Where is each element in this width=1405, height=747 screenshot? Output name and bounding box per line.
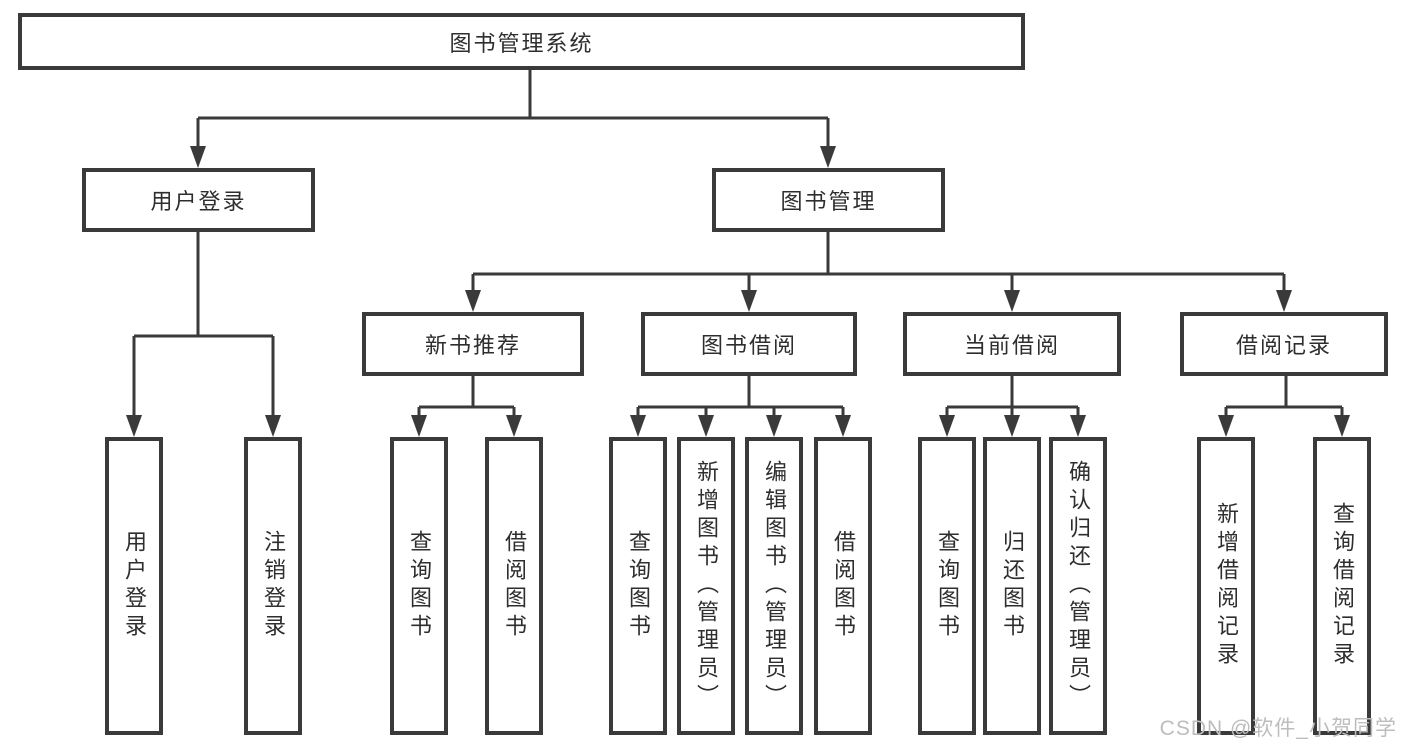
arrowheads bbox=[126, 146, 1350, 437]
edge-records-to-leaves bbox=[1224, 376, 1344, 420]
node-current-borrowing: 当前借阅 bbox=[903, 312, 1121, 376]
leaf-user-login: 用户登录 bbox=[105, 437, 163, 735]
leaf-query-books-current: 查询图书 bbox=[918, 437, 976, 735]
leaf-borrow-books-borrowing: 借阅图书 bbox=[814, 437, 872, 735]
leaf-query-books-borrowing: 查询图书 bbox=[609, 437, 667, 735]
leaf-logout: 注销登录 bbox=[244, 437, 302, 735]
edge-userlogin-to-leaves bbox=[132, 232, 275, 420]
leaf-query-borrow-record: 查询借阅记录 bbox=[1313, 437, 1371, 735]
node-borrowing-records: 借阅记录 bbox=[1180, 312, 1388, 376]
leaf-return-books: 归还图书 bbox=[983, 437, 1041, 735]
leaf-query-books-recommend: 查询图书 bbox=[390, 437, 448, 735]
node-library-management-system: 图书管理系统 bbox=[18, 13, 1025, 70]
watermark: CSDN @软件_小贺同学 bbox=[1159, 717, 1397, 740]
edge-newbooks-to-leaves bbox=[417, 376, 516, 420]
node-book-management: 图书管理 bbox=[712, 168, 945, 232]
leaf-add-borrow-record: 新增借阅记录 bbox=[1197, 437, 1255, 735]
leaf-add-book-admin: 新增图书（管理员） bbox=[677, 437, 735, 735]
node-new-book-recommendation: 新书推荐 bbox=[362, 312, 584, 376]
node-user-login: 用户登录 bbox=[82, 168, 315, 232]
leaf-edit-book-admin: 编辑图书（管理员） bbox=[745, 437, 803, 735]
leaf-confirm-return-admin: 确认归还（管理员） bbox=[1049, 437, 1107, 735]
edge-bookmgmt-to-level3 bbox=[471, 232, 1286, 295]
edge-current-to-leaves bbox=[945, 376, 1080, 420]
edge-borrowing-to-leaves bbox=[636, 376, 845, 420]
node-book-borrowing: 图书借阅 bbox=[641, 312, 857, 376]
leaf-borrow-books-recommend: 借阅图书 bbox=[485, 437, 543, 735]
edge-root-to-level2 bbox=[196, 70, 830, 150]
